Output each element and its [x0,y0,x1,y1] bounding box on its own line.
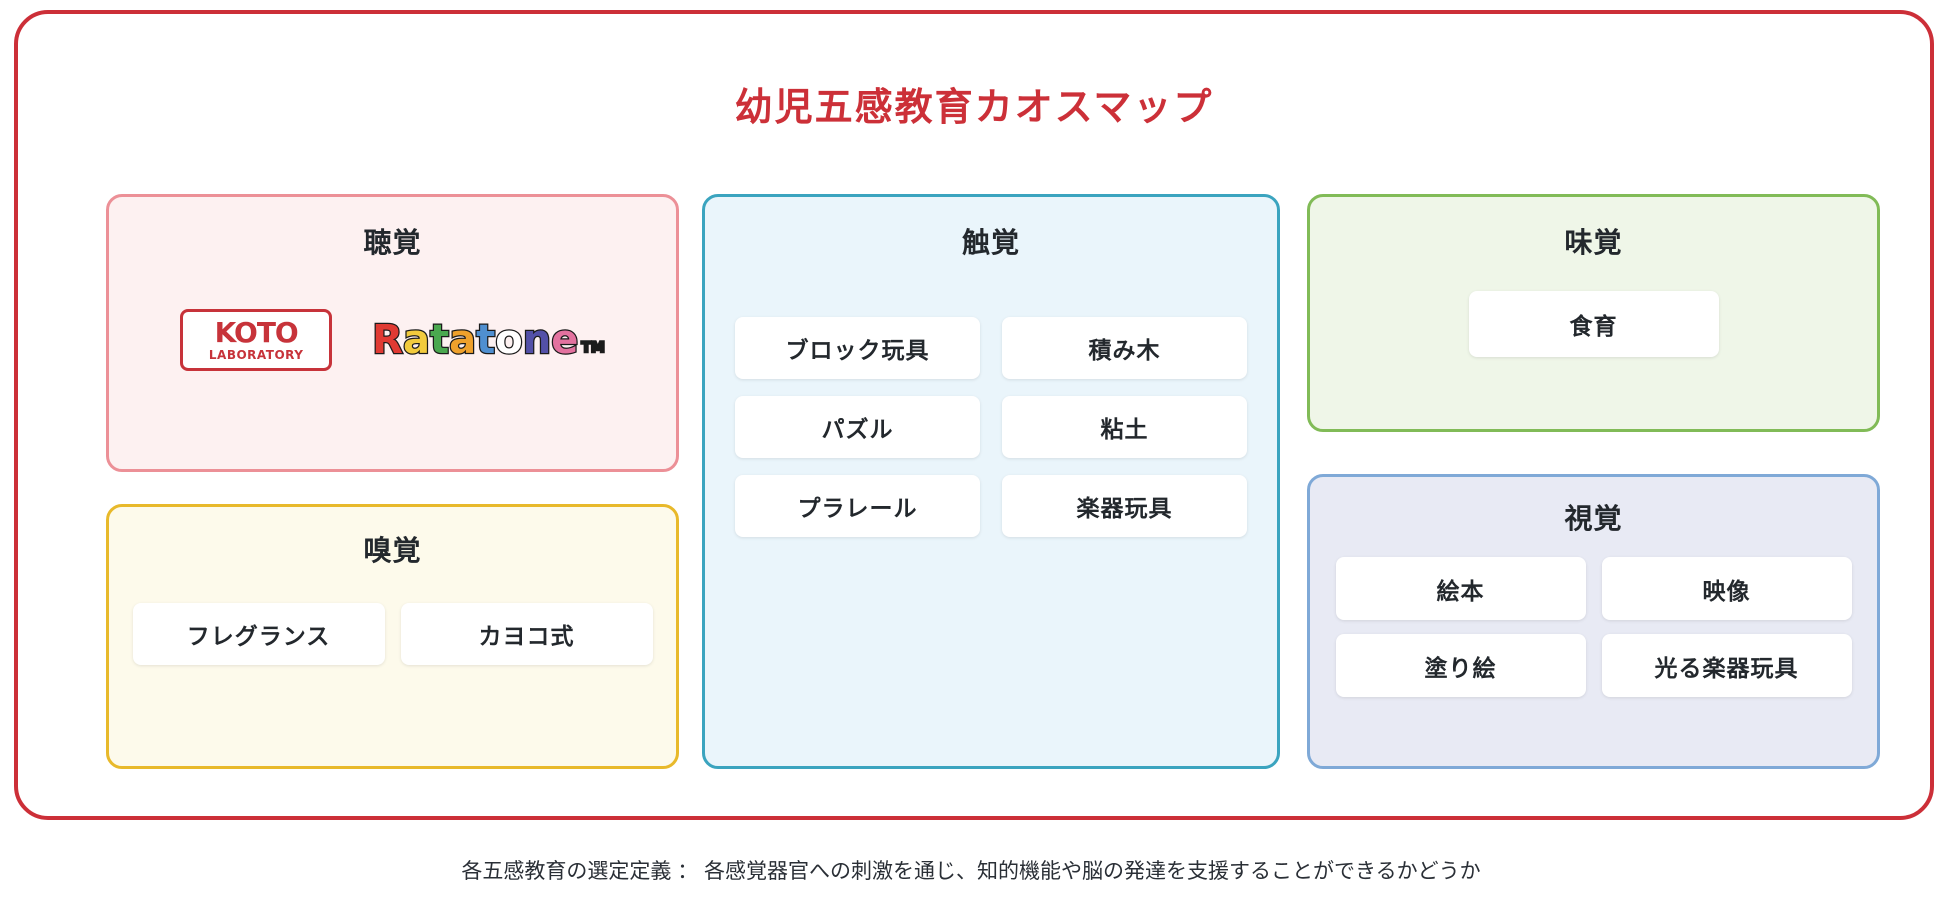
list-item[interactable]: 粘土 [1002,396,1247,458]
list-item[interactable]: ブロック玩具 [735,317,980,379]
list-item[interactable]: フレグランス [132,603,385,665]
list-item[interactable]: パズル [735,396,980,458]
sense-card-smell: 嗅覚 フレグランス カヨコ式 [106,504,679,769]
list-item[interactable]: 光る楽器玩具 [1601,634,1852,697]
ratatone-letter-4: a [448,317,478,363]
list-item[interactable]: カヨコ式 [400,603,653,665]
trademark-icon: TM [580,340,606,357]
touch-item-list: ブロック玩具 積み木 パズル 粘土 プラレール 楽器玩具 [705,317,1277,537]
card-title-hearing: 聴覚 [363,227,422,258]
card-title-sight: 視覚 [1564,503,1623,534]
ratatone-letter-2: a [402,317,432,363]
sight-item-list: 絵本 映像 塗り絵 光る楽器玩具 [1310,557,1877,697]
card-title-smell: 嗅覚 [363,535,422,566]
ratatone-letter-6: o [494,317,524,363]
sense-card-taste: 味覚 食育 [1307,194,1880,432]
taste-item-list: 食育 [1310,291,1877,357]
ratatone-letter-7: n [521,317,552,363]
list-item[interactable]: 積み木 [1002,317,1247,379]
page-title: 幼児五感教育カオスマップ [734,87,1214,129]
ratatone-letter-8: e [550,317,580,363]
footer-note: 各五感教育の選定定義 ： 各感覚器官への刺激を通じ、知的機能や脳の発達を支援する… [461,860,1481,883]
list-item[interactable]: 絵本 [1335,557,1586,620]
card-title-touch: 触覚 [961,227,1020,258]
list-item[interactable]: 塗り絵 [1335,634,1586,697]
ratatone-letter-3: t [429,317,451,363]
sense-card-touch: 触覚 ブロック玩具 積み木 パズル 粘土 プラレール 楽器玩具 [702,194,1280,769]
sense-card-sight: 視覚 絵本 映像 塗り絵 光る楽器玩具 [1307,474,1880,769]
card-title-taste: 味覚 [1564,227,1623,258]
koto-logo-wordmark: KOTO [214,316,299,349]
koto-laboratory-logo: KOTO LABORATORY [180,309,333,371]
ratatone-letter-5: t [475,317,497,363]
list-item[interactable]: 映像 [1601,557,1852,620]
list-item[interactable]: 食育 [1468,291,1719,357]
ratatone-letter-1: R [371,317,404,363]
list-item[interactable]: 楽器玩具 [1002,475,1247,537]
koto-logo-subtext: LABORATORY [208,348,304,362]
list-item[interactable]: プラレール [735,475,980,537]
smell-item-list: フレグランス カヨコ式 [109,603,676,665]
